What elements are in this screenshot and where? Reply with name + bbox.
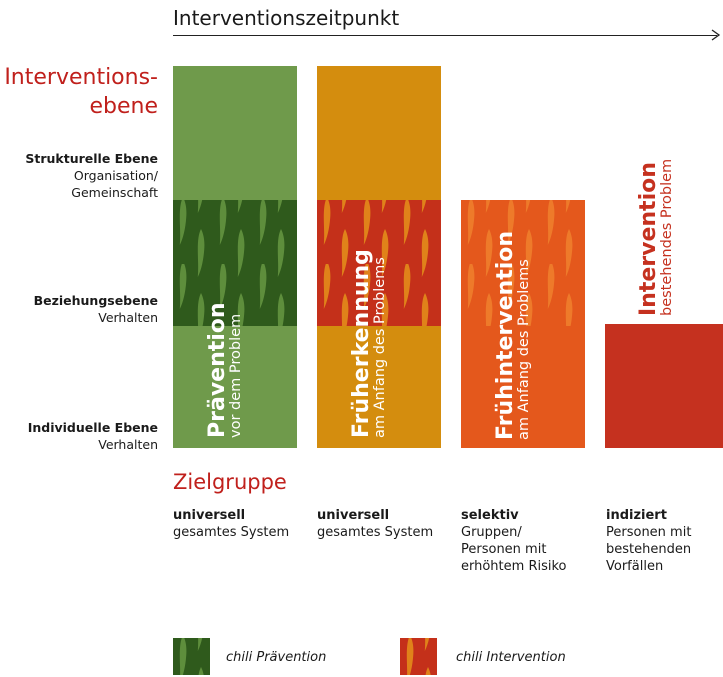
target-group-desc: bestehenden: [606, 542, 692, 557]
target-group-desc: Personen mit: [606, 525, 692, 540]
chili-pattern-green: [173, 200, 297, 326]
chili-green-icon: [173, 638, 210, 675]
target-group-type: universell: [173, 508, 246, 523]
time-axis-line: [173, 35, 717, 36]
level-name: Individuelle Ebene: [27, 420, 158, 435]
level-individual: Individuelle Ebene Verhalten: [0, 419, 158, 453]
level-desc: Organisation/: [73, 168, 158, 183]
target-group-desc: erhöhtem Risiko: [461, 559, 567, 574]
level-desc: Gemeinschaft: [71, 185, 158, 200]
target-group-desc: Gruppen/: [461, 525, 522, 540]
level-axis-title: Interventions- ebene: [0, 63, 158, 121]
column-label: Früherkennung am Anfang des Problems: [349, 249, 388, 438]
level-name: Strukturelle Ebene: [25, 151, 158, 166]
column-label: Prävention vor dem Problem: [205, 302, 244, 438]
column-subtitle: bestehendes Problem: [659, 158, 675, 316]
target-group-desc: gesamtes System: [317, 525, 434, 540]
column-praevention: Prävention vor dem Problem: [173, 66, 297, 448]
target-group-type: universell: [317, 508, 390, 523]
column-subtitle: am Anfang des Problems: [516, 259, 532, 440]
column-title: Prävention: [205, 302, 230, 438]
column-label-intervention: Intervention bestehendes Problem: [636, 159, 675, 316]
legend-label-praevention: chili Prävention: [226, 650, 327, 665]
target-group-1: universell gesamtes System: [173, 507, 313, 541]
level-axis-title-line1: Interventions-: [4, 65, 158, 90]
target-group-2: universell gesamtes System: [317, 507, 457, 541]
column-frueherkennung: Früherkennung am Anfang des Problems: [317, 66, 441, 448]
target-group-title: Zielgruppe: [173, 470, 287, 494]
target-group-3: selektiv Gruppen/ Personen mit erhöhtem …: [461, 507, 601, 575]
column-title: Früherkennung: [349, 249, 374, 438]
level-desc: Verhalten: [98, 437, 158, 452]
chili-pattern-red: [461, 200, 585, 326]
level-structural: Strukturelle Ebene Organisation/ Gemeins…: [0, 150, 158, 201]
column-fruehintervention: Frühintervention am Anfang des Problems: [461, 200, 585, 448]
column-intervention: [605, 324, 723, 448]
level-name: Beziehungsebene: [33, 293, 158, 308]
target-group-type: indiziert: [606, 508, 667, 523]
target-group-desc: Vorfällen: [606, 559, 664, 574]
level-desc: Verhalten: [98, 310, 158, 325]
target-group-desc: gesamtes System: [173, 525, 290, 540]
column-title: Intervention: [636, 162, 661, 316]
arrow-right-icon: [711, 29, 721, 41]
target-group-desc: Personen mit: [461, 542, 547, 557]
legend-label-intervention: chili Intervention: [456, 650, 566, 665]
chili-orange-icon: [400, 638, 437, 675]
level-axis-title-line2: ebene: [89, 94, 158, 119]
column-label: Frühintervention am Anfang des Problems: [493, 231, 532, 440]
target-group-4: indiziert Personen mit bestehenden Vorfä…: [606, 507, 721, 575]
level-relational: Beziehungsebene Verhalten: [0, 292, 158, 326]
column-title: Frühintervention: [493, 230, 518, 440]
target-group-type: selektiv: [461, 508, 519, 523]
chili-pattern-orange: [317, 200, 441, 326]
column-subtitle: am Anfang des Problems: [372, 257, 388, 438]
column-subtitle: vor dem Problem: [228, 313, 244, 438]
time-axis-title: Interventionszeitpunkt: [173, 6, 400, 30]
